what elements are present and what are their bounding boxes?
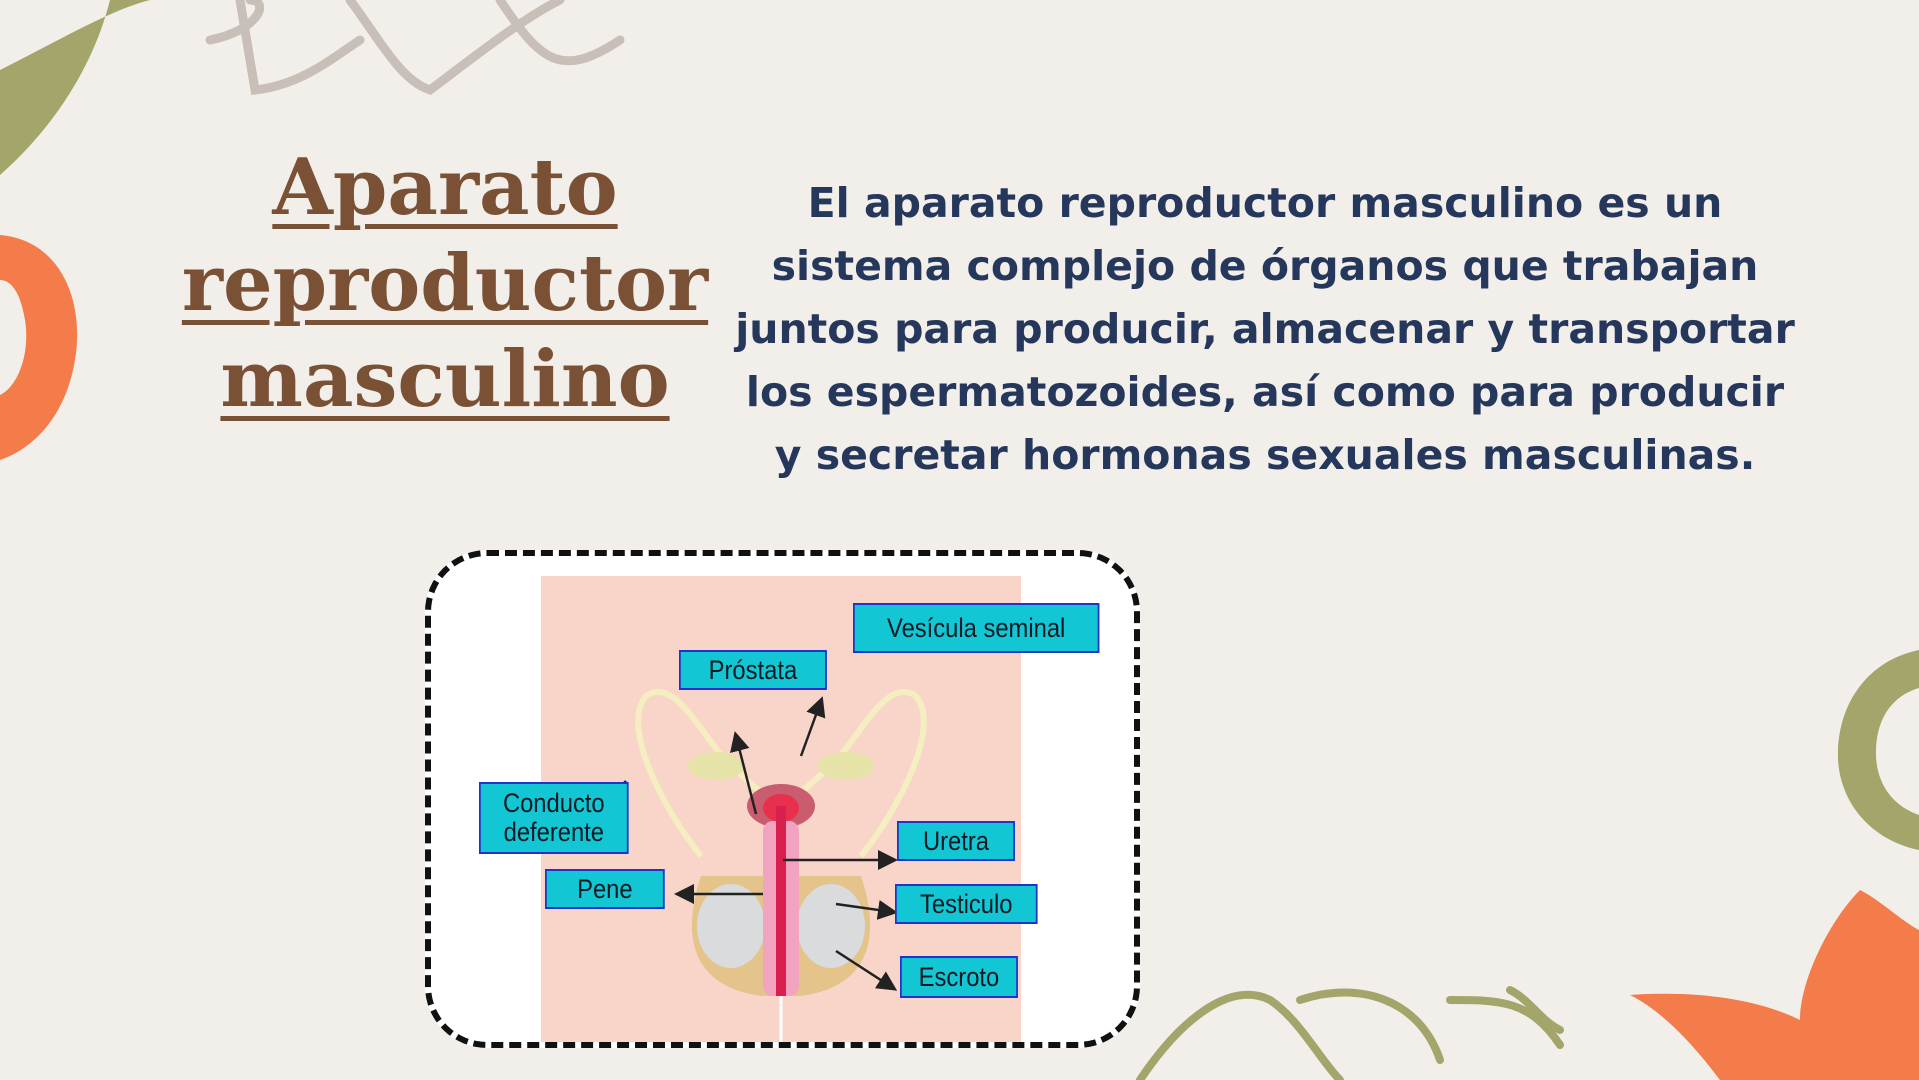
description-text: El aparato reproductor masculino es un s… (735, 179, 1795, 479)
vas-deferens-right (789, 689, 927, 858)
squiggle-top (205, 0, 625, 96)
seminal-vesicle-right (818, 752, 874, 780)
testicle-right (797, 884, 865, 968)
seminal-vesicle-left (688, 752, 744, 780)
anatomy-figure: Vesícula seminal Próstata Conducto defer… (425, 550, 1140, 1048)
olive-ring-right (1837, 650, 1919, 850)
label-prostata: Próstata (679, 650, 827, 690)
olive-leaf-top-left (0, 0, 150, 175)
label-uretra: Uretra (897, 821, 1015, 861)
orange-leaf-right (1630, 890, 1919, 1080)
orange-ring-left (0, 235, 78, 460)
label-escroto: Escroto (900, 956, 1018, 998)
label-vesicula-seminal: Vesícula seminal (853, 603, 1100, 653)
label-testiculo: Testiculo (895, 884, 1038, 924)
vas-deferens-left (635, 689, 773, 858)
page-title: Aparato reproductor masculino (181, 142, 709, 425)
testicle-left (697, 884, 765, 968)
urethra (776, 806, 786, 996)
label-pene: Pene (545, 869, 665, 909)
label-conducto-deferente: Conducto deferente (479, 782, 629, 854)
squiggle-bottom (1136, 986, 1564, 1080)
